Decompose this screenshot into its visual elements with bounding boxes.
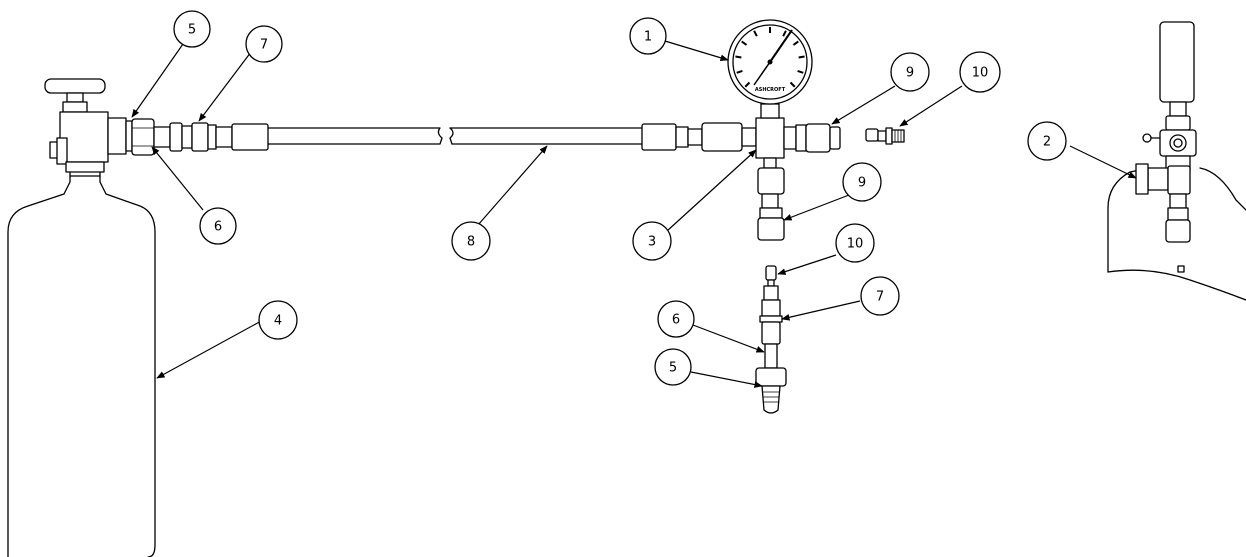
- callout-10-bottom-label: 10: [847, 237, 864, 252]
- gauge-tick: [735, 55, 742, 59]
- callout-6-bottom-label: 6: [672, 313, 680, 328]
- gas-cylinder: [7, 169, 156, 557]
- callout-4: 4: [258, 300, 298, 340]
- quick-connect-right: [795, 123, 841, 153]
- callout-7-top-label: 7: [260, 38, 268, 53]
- quick-connect-bottom: [757, 207, 785, 241]
- exploded-fitting-stack: [755, 265, 787, 414]
- callout-1: 1: [629, 17, 667, 55]
- callout-9-bottom-label: 9: [858, 176, 866, 191]
- leader-7b: [781, 300, 861, 321]
- gauge-tick: [736, 70, 743, 74]
- leader-6b: [692, 324, 765, 353]
- leader-3: [666, 149, 757, 232]
- callout-1-label: 1: [644, 30, 652, 45]
- gauge-brand-label: ASHCROFT: [755, 87, 786, 93]
- callout-9-top: 9: [890, 52, 930, 92]
- callout-7-bottom-label: 7: [876, 290, 884, 305]
- gauge-tick: [798, 55, 805, 59]
- leader-lines: [131, 34, 1137, 388]
- side-view-assembly: [1107, 21, 1246, 301]
- callout-8-label: 8: [467, 235, 475, 250]
- leader-6a: [151, 146, 204, 211]
- gauge-tick: [797, 70, 804, 74]
- callout-6-bottom: 6: [657, 300, 695, 338]
- callout-5-bottom: 5: [654, 348, 692, 386]
- leader-9b: [783, 194, 850, 221]
- callout-3: 3: [632, 221, 672, 261]
- callout-5-top-label: 5: [188, 23, 196, 38]
- callout-5-top: 5: [173, 10, 211, 48]
- leader-4: [156, 319, 264, 379]
- leader-10a: [899, 85, 963, 127]
- gauge-tick: [741, 40, 748, 46]
- leader-9a: [831, 85, 896, 125]
- pressure-gauge: ASHCROFT: [727, 19, 813, 105]
- leader-5b: [690, 371, 763, 388]
- callout-4-label: 4: [274, 314, 282, 329]
- callout-10-top: 10: [959, 51, 1001, 93]
- gauge-tick: [744, 81, 751, 88]
- gauge-tick: [792, 40, 799, 46]
- leader-2: [1069, 145, 1137, 179]
- callout-10-top-label: 10: [972, 66, 989, 81]
- cylinder-valve: [44, 78, 133, 173]
- callout-2-label: 2: [1043, 135, 1051, 150]
- gauge-tick: [753, 30, 758, 37]
- callout-9-top-label: 9: [906, 66, 914, 81]
- callout-5-bottom-label: 5: [669, 361, 677, 376]
- hose: [267, 123, 703, 151]
- callout-3-label: 3: [648, 235, 656, 250]
- callout-8: 8: [451, 221, 491, 261]
- callout-7-bottom: 7: [860, 276, 900, 316]
- leader-5a: [131, 43, 184, 118]
- leader-7a: [198, 51, 252, 122]
- callout-2: 2: [1027, 121, 1067, 161]
- cga-nut: [131, 118, 155, 156]
- plug-loose: [865, 127, 905, 145]
- callout-9-bottom: 9: [842, 162, 882, 202]
- gauge-tick: [782, 30, 787, 37]
- callout-6-top-label: 6: [214, 220, 222, 235]
- manifold-cross: [701, 103, 797, 209]
- leader-10b: [777, 254, 837, 275]
- gauge-tick: [789, 81, 796, 88]
- callout-6-top: 6: [199, 207, 237, 245]
- callout-10-bottom: 10: [835, 223, 875, 263]
- callout-7-top: 7: [245, 25, 283, 63]
- leader-8: [477, 145, 548, 226]
- hose-fittings: [153, 122, 269, 152]
